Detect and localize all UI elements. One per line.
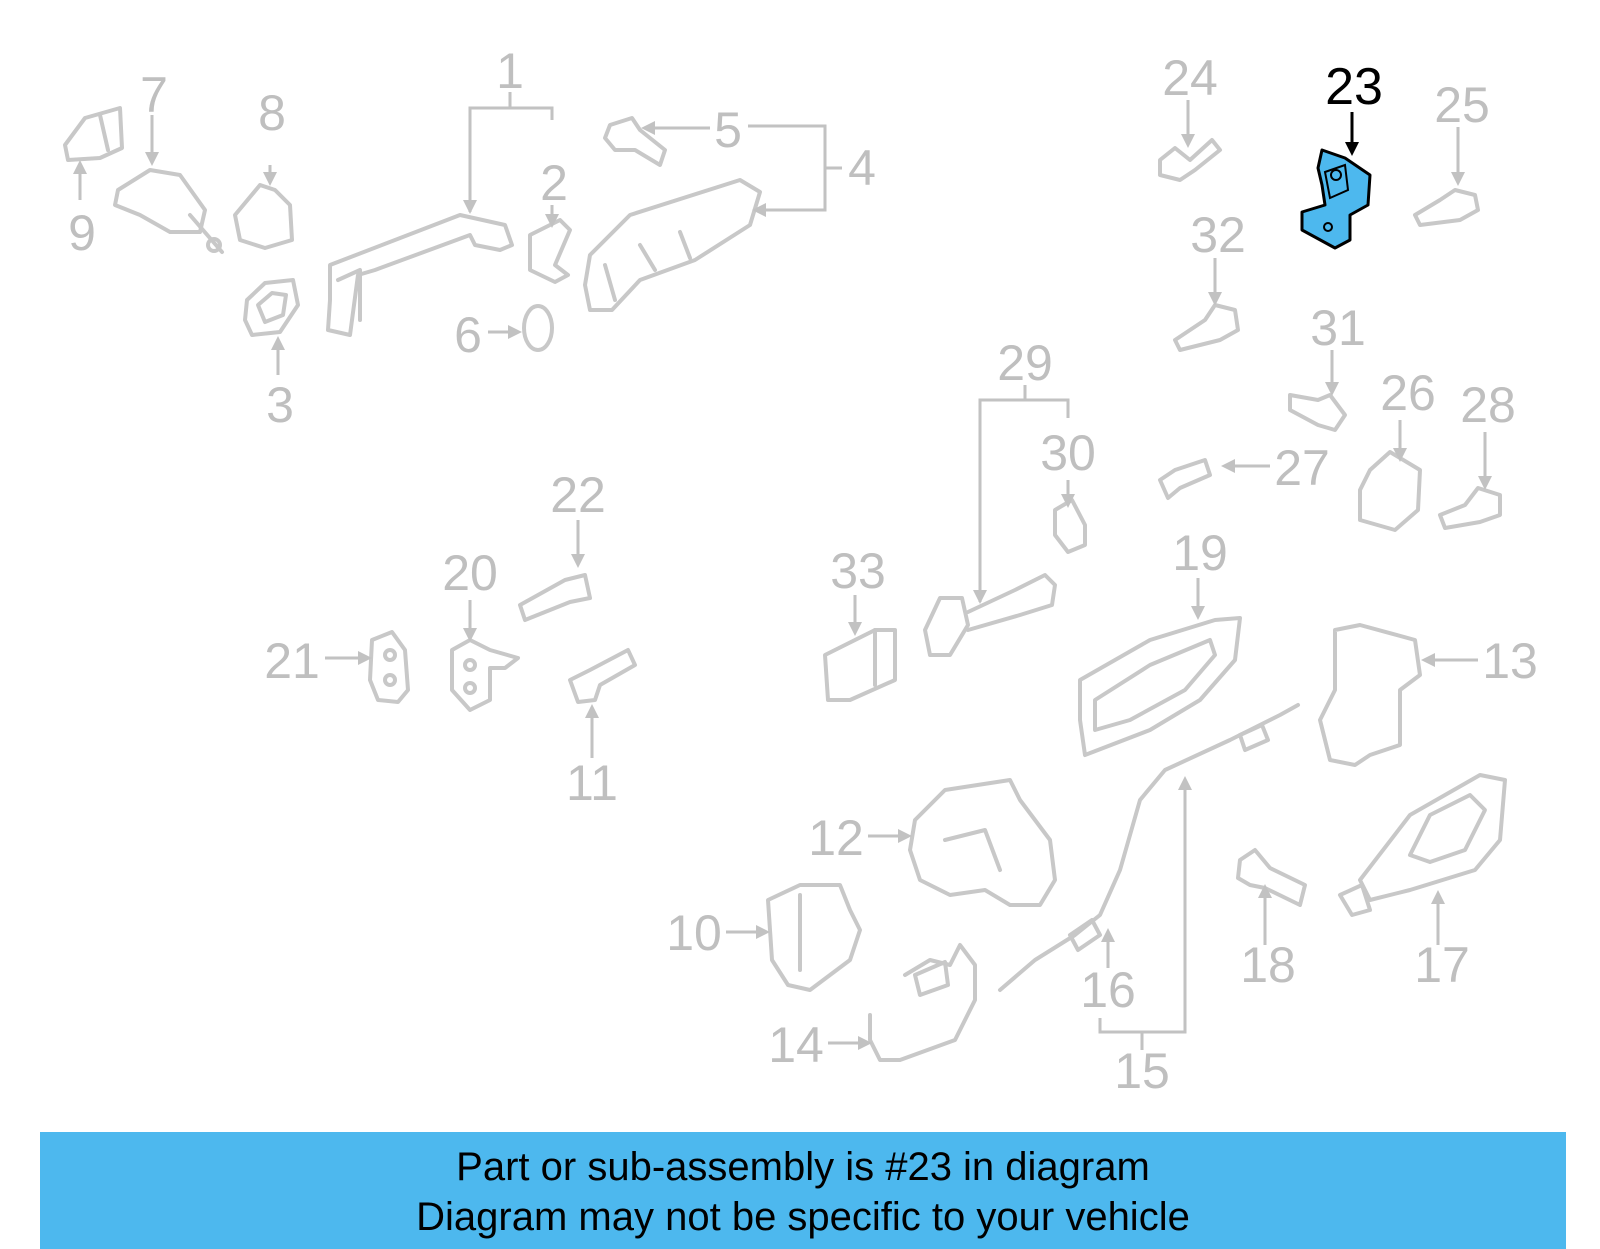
callout-28: 28 — [1460, 377, 1516, 433]
callout-14: 14 — [768, 1017, 824, 1073]
part-8-cover — [233, 183, 294, 250]
callout-8: 8 — [258, 85, 286, 141]
callout-23-highlighted: 23 — [1325, 58, 1383, 116]
part-11-bolt — [568, 648, 637, 704]
callout-32: 32 — [1190, 207, 1246, 263]
part-27-bolt — [1158, 458, 1212, 500]
callout-17: 17 — [1414, 937, 1470, 993]
callout-22: 22 — [550, 467, 606, 523]
part-3-gasket — [243, 278, 300, 337]
callout-13: 13 — [1482, 633, 1538, 689]
part-25-bolt — [1413, 188, 1480, 227]
callout-5: 5 — [714, 102, 742, 158]
part-29-rod-assembly — [923, 573, 1057, 657]
part-15-16-cables — [998, 703, 1300, 992]
part-31-bolt — [1288, 393, 1347, 432]
banner-line-disclaimer: Diagram may not be specific to your vehi… — [416, 1195, 1190, 1239]
callout-25: 25 — [1434, 77, 1490, 133]
part-26-bracket — [1358, 450, 1422, 532]
part-12-actuator — [908, 778, 1057, 907]
part-28-bolt — [1438, 486, 1502, 530]
part-32-bolt — [1173, 303, 1240, 352]
part-9-handle-cap — [63, 106, 124, 162]
callout-3: 3 — [266, 377, 294, 433]
callout-29: 29 — [997, 335, 1053, 391]
part-30-clip — [1053, 498, 1087, 554]
part-22-bolt — [518, 573, 592, 622]
callout-7: 7 — [140, 67, 168, 123]
callout-4: 4 — [848, 140, 876, 196]
callout-2: 2 — [540, 155, 568, 211]
part-14-rod — [868, 943, 977, 1062]
callout-11: 11 — [566, 755, 618, 811]
part-33-switch — [823, 628, 897, 702]
callout-26: 26 — [1380, 365, 1436, 421]
callout-30: 30 — [1040, 425, 1096, 481]
callout-31: 31 — [1310, 300, 1366, 356]
part-17-inside-handle — [1338, 773, 1507, 917]
callout-10: 10 — [666, 905, 722, 961]
part-21-plate — [368, 630, 410, 704]
callout-19: 19 — [1172, 525, 1228, 581]
callout-21: 21 — [264, 633, 320, 689]
info-banner: Part or sub-assembly is #23 in diagram D… — [40, 1132, 1566, 1249]
callout-16: 16 — [1080, 962, 1136, 1018]
part-24-bolt — [1158, 138, 1222, 182]
callout-18: 18 — [1240, 937, 1296, 993]
callout-33: 33 — [830, 543, 886, 599]
callout-20: 20 — [442, 545, 498, 601]
part-6-o-ring — [522, 304, 554, 352]
callout-15: 15 — [1114, 1043, 1170, 1099]
part-20-plate — [450, 638, 520, 712]
callout-6: 6 — [454, 307, 482, 363]
banner-line-part-number: Part or sub-assembly is #23 in diagram — [456, 1145, 1150, 1189]
part-18-bolt — [1236, 848, 1307, 907]
part-10-housing — [766, 883, 862, 992]
callout-1: 1 — [496, 43, 524, 99]
part-2-clip — [528, 218, 572, 284]
callout-24: 24 — [1162, 50, 1218, 106]
callout-27: 27 — [1274, 440, 1330, 496]
callout-9: 9 — [68, 205, 96, 261]
leader-lines — [73, 92, 1492, 1050]
part-19-inner-handle — [1078, 616, 1242, 757]
part-13-latch — [1318, 623, 1422, 767]
part-5-screw — [603, 116, 667, 167]
part-4-handle-bracket — [583, 178, 762, 312]
part-23-bracket — [1300, 148, 1372, 250]
part-1-outer-handle — [326, 213, 514, 337]
callout-12: 12 — [808, 810, 864, 866]
part-7-lock-cylinder — [113, 168, 224, 254]
